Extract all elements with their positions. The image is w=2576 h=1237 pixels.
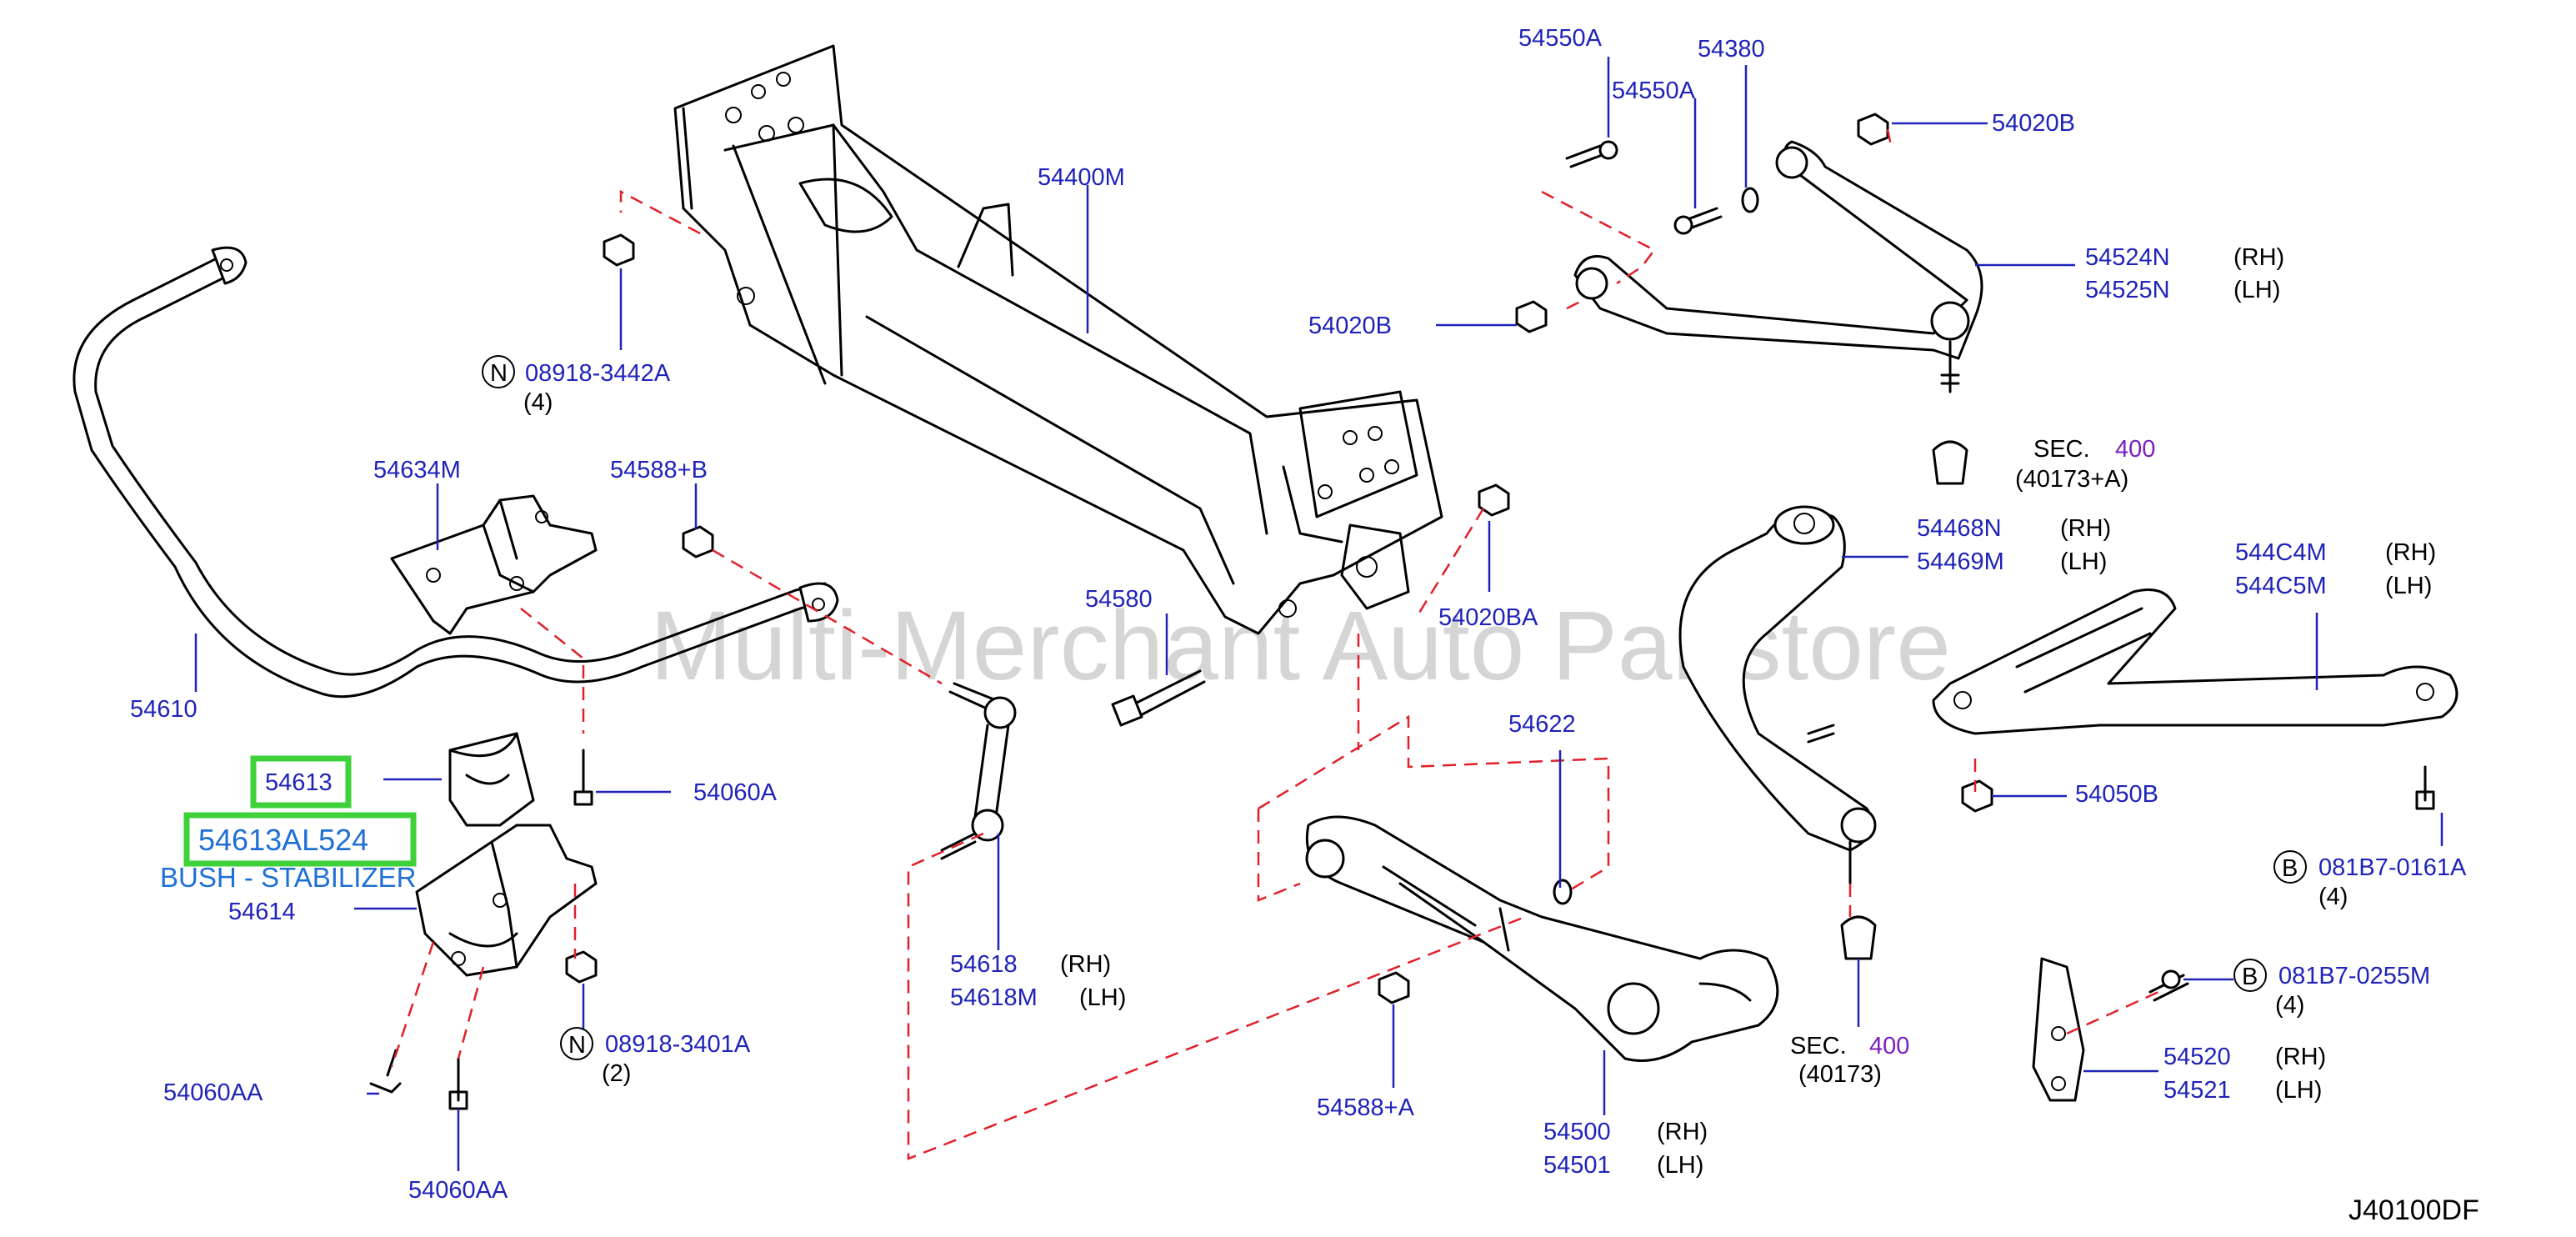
label-54060AA-2[interactable]: 54060AA: [408, 1177, 508, 1204]
sec-number-1[interactable]: 400: [2115, 436, 2155, 463]
label-54618M[interactable]: 54618M: [950, 984, 1038, 1011]
circle-n-icon: [482, 355, 515, 388]
knuckle-drawing[interactable]: [1678, 505, 1877, 885]
sec-ref-2: (40173): [1798, 1061, 1882, 1088]
highlight-box-full-part: [183, 812, 417, 867]
rh-tag: (RH): [2275, 1044, 2326, 1070]
assembly-guide-lines: [390, 128, 2159, 1160]
part-description: BUSH - STABILIZER: [160, 862, 416, 893]
qty-4a: (4): [523, 389, 553, 416]
circle-b-icon: [2233, 959, 2267, 992]
label-54550A-1[interactable]: 54550A: [1518, 25, 1603, 52]
circle-b-icon: [2273, 850, 2307, 884]
label-54520[interactable]: 54520: [2163, 1044, 2231, 1070]
rh-tag: (RH): [2233, 244, 2284, 271]
label-54521[interactable]: 54521: [2163, 1077, 2231, 1104]
qty-2: (2): [602, 1060, 631, 1087]
label-54020B-2[interactable]: 54020B: [1308, 313, 1392, 339]
label-54618[interactable]: 54618: [950, 951, 1018, 978]
upper-arm-drawing[interactable]: [1573, 140, 1983, 393]
full-part-number[interactable]: 54613AL524: [198, 823, 368, 857]
rh-tag: (RH): [2060, 515, 2111, 542]
label-54550A-2[interactable]: 54550A: [1612, 78, 1696, 104]
label-54613[interactable]: 54613: [265, 769, 333, 796]
lh-tag: (LH): [1657, 1152, 1703, 1179]
label-08918-3442A[interactable]: 08918-3442A: [525, 360, 671, 387]
lower-arm-drawing[interactable]: [1305, 815, 1779, 1062]
hardware-drawing: [369, 113, 2435, 1110]
circle-b-letter: B: [2242, 964, 2258, 990]
crossmember-drawing[interactable]: [673, 44, 1443, 635]
rh-tag: (RH): [1060, 951, 1111, 978]
bracket-54614-drawing[interactable]: [415, 824, 598, 977]
lh-tag: (LH): [2275, 1077, 2322, 1104]
label-54469M[interactable]: 54469M: [1917, 548, 2004, 575]
label-54050B[interactable]: 54050B: [2075, 781, 2158, 808]
circle-n-letter: N: [490, 360, 508, 387]
leader-lines: [194, 57, 2443, 1171]
highlighted-part[interactable]: 54613 54613AL524 BUSH - STABILIZER: [160, 755, 417, 893]
label-54580[interactable]: 54580: [1085, 586, 1153, 613]
sec-label-2: SEC.: [1790, 1033, 1847, 1059]
label-544C4M[interactable]: 544C4M: [2235, 539, 2327, 566]
bracket-54634M-drawing[interactable]: [390, 494, 598, 635]
bushing-54613-drawing[interactable]: [448, 732, 535, 827]
rh-tag: (RH): [1657, 1119, 1708, 1145]
label-54380[interactable]: 54380: [1698, 36, 1765, 63]
label-081B7-0255M[interactable]: 081B7-0255M: [2278, 963, 2430, 989]
highlight-box-54613: [250, 755, 352, 809]
lh-tag: (LH): [2233, 277, 2280, 303]
label-54610[interactable]: 54610: [130, 696, 198, 723]
label-544C5M[interactable]: 544C5M: [2235, 573, 2327, 599]
sec-number-2[interactable]: 400: [1869, 1033, 1909, 1059]
lh-tag: (LH): [2385, 573, 2432, 599]
label-081B7-0161A[interactable]: 081B7-0161A: [2318, 854, 2467, 881]
label-54524N[interactable]: 54524N: [2085, 244, 2170, 271]
stabilizer-link-drawing[interactable]: [940, 682, 1017, 860]
circle-n-letter: N: [568, 1032, 586, 1059]
label-54020B-1[interactable]: 54020B: [1992, 110, 2075, 137]
label-54400M[interactable]: 54400M: [1038, 164, 1125, 191]
qty-4b: (4): [2318, 884, 2348, 910]
lh-tag: (LH): [2060, 548, 2107, 575]
label-54500[interactable]: 54500: [1543, 1119, 1611, 1145]
label-54525N[interactable]: 54525N: [2085, 277, 2170, 303]
lateral-link-drawing[interactable]: [1932, 588, 2458, 735]
sec-label-1: SEC.: [2033, 436, 2090, 463]
label-54468N[interactable]: 54468N: [1917, 515, 2002, 542]
lh-tag: (LH): [1079, 984, 1126, 1011]
rh-tag: (RH): [2385, 539, 2436, 566]
label-54588-A[interactable]: 54588+A: [1317, 1094, 1415, 1121]
sec-ref-1: (40173+A): [2015, 466, 2128, 493]
label-54622[interactable]: 54622: [1508, 711, 1576, 738]
part-labels: 54550A 54550A 54380 54020B 54524N (RH) 5…: [130, 25, 2479, 1226]
label-54634M[interactable]: 54634M: [373, 457, 461, 483]
circle-n-icon: [560, 1027, 593, 1060]
qty-4c: (4): [2275, 992, 2304, 1019]
label-54060A[interactable]: 54060A: [693, 779, 778, 806]
label-54501[interactable]: 54501: [1543, 1152, 1611, 1179]
label-54614[interactable]: 54614: [228, 899, 296, 925]
label-54020BA[interactable]: 54020BA: [1438, 604, 1538, 631]
stabilizer-bar-drawing[interactable]: [73, 246, 839, 699]
bracket-54520-drawing[interactable]: [2032, 957, 2085, 1102]
label-54588-B[interactable]: 54588+B: [610, 457, 708, 483]
label-08918-3401A[interactable]: 08918-3401A: [605, 1031, 751, 1058]
bolt-54580-drawing[interactable]: [1111, 669, 1206, 727]
circle-b-letter: B: [2282, 855, 2298, 882]
label-54060AA-1[interactable]: 54060AA: [163, 1079, 263, 1106]
diagram-code: J40100DF: [2348, 1194, 2479, 1226]
